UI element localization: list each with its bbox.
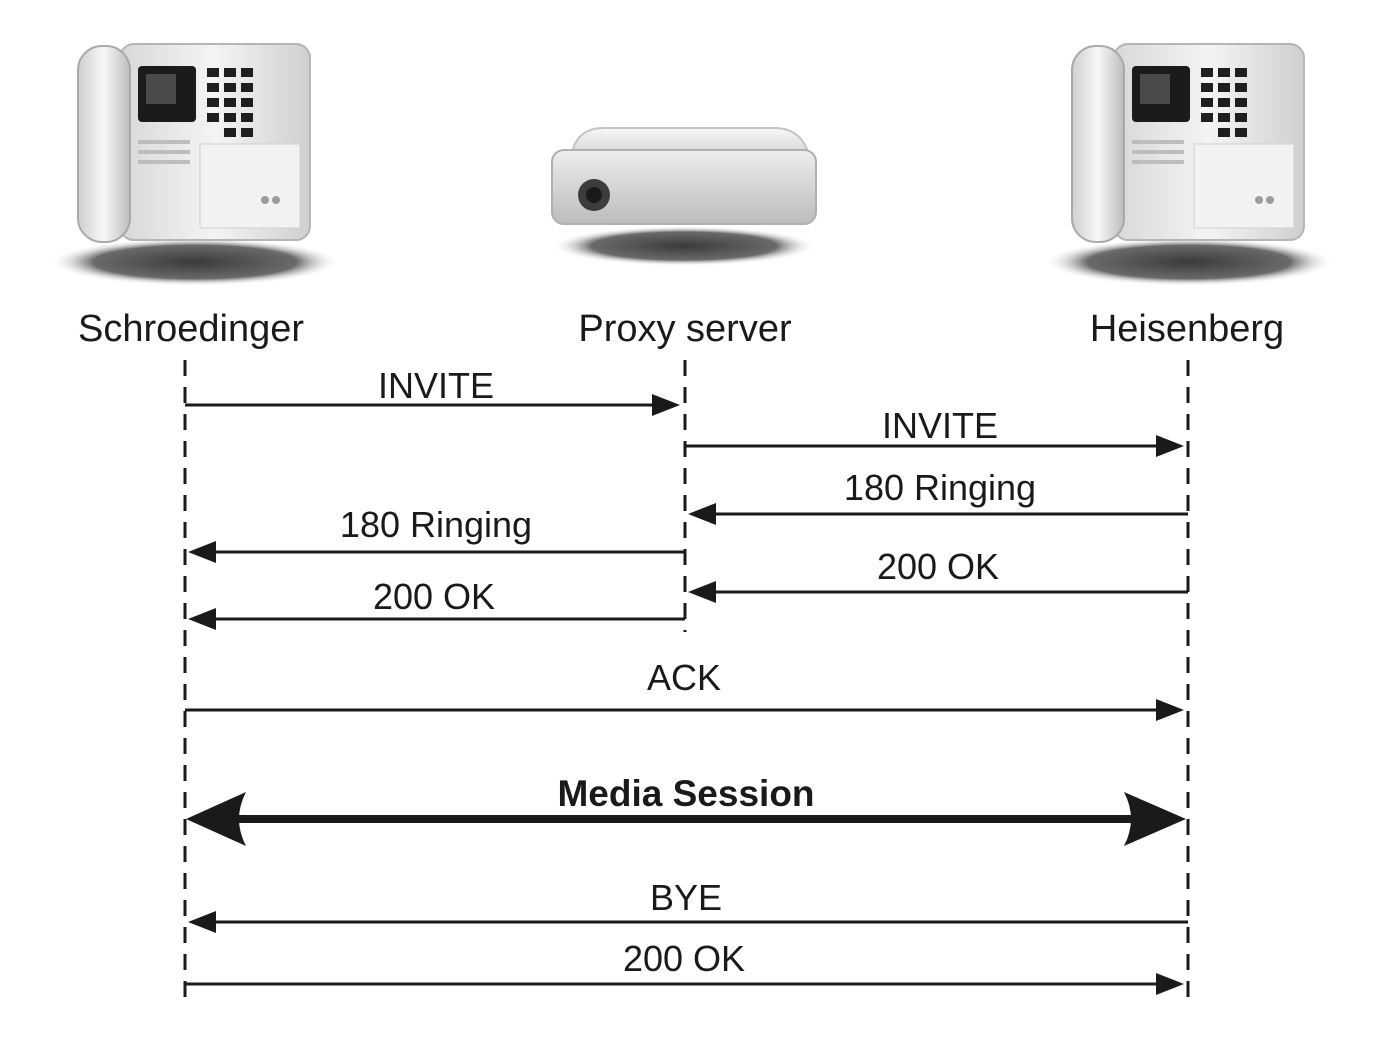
message-label: ACK [647,657,721,698]
message-invite-to-heisenberg: INVITE [685,405,1184,457]
message-ok-to-heisenberg: 200 OK [185,938,1184,995]
message-label: BYE [650,877,722,918]
message-ringing-to-proxy: 180 Ringing [688,467,1188,525]
endpoint-label-schroedinger: Schroedinger [78,308,304,350]
endpoint-label-heisenberg: Heisenberg [1090,308,1284,350]
message-bye: BYE [188,877,1188,933]
message-ack: ACK [185,657,1184,721]
message-label: INVITE [882,405,998,446]
message-ringing-to-schroedinger: 180 Ringing [188,504,685,563]
message-ok-to-schroedinger: 200 OK [188,576,685,630]
message-media-session: Media Session [186,773,1186,846]
desk-phone-icon [50,43,340,287]
message-ok-to-proxy: 200 OK [688,546,1188,603]
message-label: 200 OK [373,576,495,617]
server-box-icon [551,127,817,266]
message-label: 180 Ringing [340,504,532,545]
message-label: INVITE [378,365,494,406]
message-label: Media Session [557,773,814,814]
message-invite-to-proxy: INVITE [185,365,680,416]
endpoint-label-proxy: Proxy server [578,308,792,350]
message-label: 180 Ringing [844,467,1036,508]
desk-phone-icon [1044,43,1334,287]
message-label: 200 OK [623,938,745,979]
message-label: 200 OK [877,546,999,587]
